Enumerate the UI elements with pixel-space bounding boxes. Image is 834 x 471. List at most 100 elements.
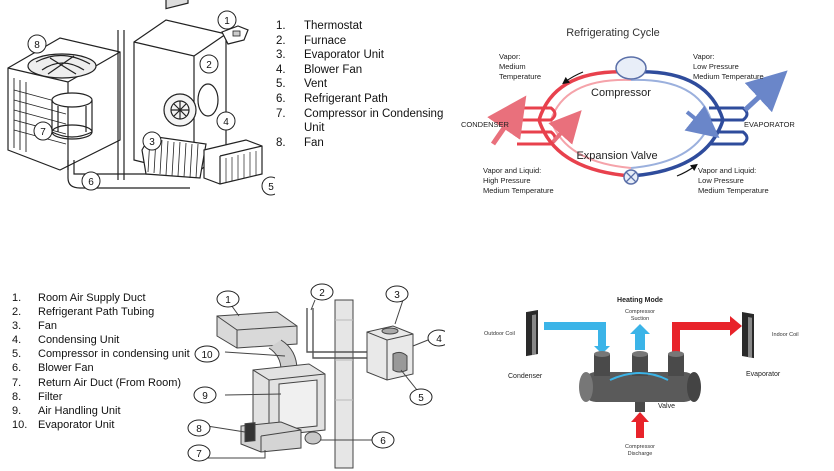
legend-text: Evaporator Unit [304, 49, 384, 62]
callout-3 [385, 285, 409, 303]
heating-mode-diagram: Heating Mode Compressor Suction Outdoor … [484, 297, 799, 457]
legend-number: 8. [12, 390, 22, 403]
callout-4 [216, 111, 236, 131]
legend-text: Evaporator Unit [38, 418, 115, 431]
indoor-coil-label: Indoor Coil [772, 332, 799, 338]
evaporator-arrow-out [743, 70, 788, 113]
suction-arrow [630, 324, 650, 350]
callout-6 [81, 171, 101, 191]
callout-5 [409, 388, 433, 406]
callout-9 [193, 386, 217, 404]
outdoor-coil-label: Outdoor Coil [484, 331, 515, 337]
callout-7 [187, 444, 211, 462]
callout-label: 2 [319, 288, 325, 299]
legend-number: 6. [276, 92, 286, 105]
callout-label: 10 [201, 350, 213, 361]
legend-item: 6. Refrigerant Path [276, 92, 454, 107]
legend-number: 9. [12, 404, 22, 417]
legend-item: 7.Compressor in Condensing Unit [276, 107, 454, 136]
callout-label: 8 [196, 424, 202, 435]
liquid-high-line2: High Pressure [483, 176, 531, 185]
legend-item: 2.Furnace [276, 34, 454, 49]
legend-number: 4. [12, 334, 22, 347]
flow-arrow-bottom [676, 163, 698, 177]
legend-number: 7. [12, 376, 22, 389]
callout-8 [187, 419, 211, 437]
suction-label-line2: Suction [631, 316, 649, 322]
condenser-label: CONDENSER [461, 120, 510, 129]
callout-label: 7 [40, 127, 46, 138]
evaporator-arrow-in [684, 105, 720, 138]
legend-text: Fan [304, 136, 324, 149]
callout-2 [310, 283, 334, 301]
compressor-dome [615, 56, 647, 80]
callout-label: 8 [34, 40, 40, 51]
legend-text: Fan [38, 320, 57, 333]
legend-number: 3. [276, 49, 286, 62]
callout-1 [216, 290, 240, 308]
legend-item: 4. Blower Fan [276, 63, 454, 78]
legend-item: 8.Filter [12, 390, 190, 404]
discharge-arrow [631, 412, 649, 438]
vapor-medium-line1: Vapor: [499, 52, 521, 61]
legend-item: 2. Refrigerant Path Tubing [12, 305, 190, 319]
liquid-high-line3: Medium Temperature [483, 186, 554, 195]
legend-text: Air Handling Unit [38, 404, 121, 417]
legend-number: 1. [276, 20, 286, 32]
legend-number: 3. [12, 320, 22, 333]
legend-number: 1. [12, 292, 22, 304]
cycle-title: Refrigerating Cycle [566, 27, 660, 39]
reversing-valve-body [582, 372, 698, 402]
callout-6 [371, 431, 395, 449]
legend-text: Thermostat [304, 20, 363, 32]
legend-number: 2. [12, 306, 22, 319]
vapor-low-line3: Medium Temperature [693, 72, 764, 81]
legend-item: 5.Compressor in condensing unit [12, 347, 190, 361]
callout-label: 4 [436, 334, 442, 345]
callout-label: 2 [206, 60, 212, 71]
callout-label: 6 [380, 436, 386, 447]
callout-5 [261, 176, 275, 196]
legend-number: 4. [276, 63, 286, 76]
legend-text: Refrigerant Path [304, 92, 388, 105]
packaged-system-legend: 1.Room Air Supply Duct 2.Refrigerant Pat… [12, 291, 190, 432]
legend-number: 5. [12, 348, 22, 361]
discharge-label-line2: Discharge [628, 451, 653, 457]
callout-label: 3 [394, 290, 400, 301]
callout-label: 7 [196, 449, 202, 460]
callout-8 [27, 34, 47, 54]
legend-item: 3. Fan [12, 319, 190, 333]
packaged-system-drawing: 1 2 3 4 5 6 7 8 9 10 [187, 283, 445, 469]
split-system-legend: 1. Thermostat 2.Furnace 3. Evaporator Unit… [276, 19, 454, 150]
legend-item: 6.Blower Fan [12, 361, 190, 375]
vapor-low-line1: Vapor: [693, 52, 715, 61]
liquid-low-line3: Medium Temperature [698, 186, 769, 195]
evaporator-label: Evaporator [746, 371, 781, 378]
condenser-arrow-in [487, 95, 527, 146]
evaporator-label: EVAPORATOR [744, 120, 795, 129]
legend-number: 7. [276, 107, 286, 120]
vapor-low-line2: Low Pressure [693, 62, 739, 71]
callout-3 [142, 131, 162, 151]
legend-text: Blower Fan [304, 63, 363, 76]
legend-text: Refrigerant Path Tubing [38, 306, 155, 319]
legend-number: 5. [276, 78, 286, 91]
legend-item: 10.Evaporator Unit [12, 418, 190, 432]
legend-text: Blower Fan [38, 362, 94, 375]
callout-label: 6 [88, 177, 94, 188]
compressor-label: Compressor [591, 87, 651, 99]
legend-item: 3. Evaporator Unit [276, 48, 454, 63]
callout-10 [194, 345, 220, 363]
callout-label: 1 [224, 16, 230, 27]
legend-item: 5.Vent [276, 77, 454, 92]
cold-inlet-arrow [544, 322, 610, 354]
condenser-arrow-out [548, 110, 582, 145]
callout-label: 1 [225, 295, 231, 306]
discharge-label-line1: Compressor [625, 444, 655, 450]
legend-text: Return Air Duct (From Room) [38, 376, 182, 389]
hot-outlet-arrow [672, 316, 742, 352]
callout-2 [199, 54, 219, 74]
split-system-drawing: 1 2 3 4 5 6 7 8 [7, 0, 275, 196]
vapor-medium-line2: Medium [499, 62, 526, 71]
legend-number: 8. [276, 136, 286, 149]
